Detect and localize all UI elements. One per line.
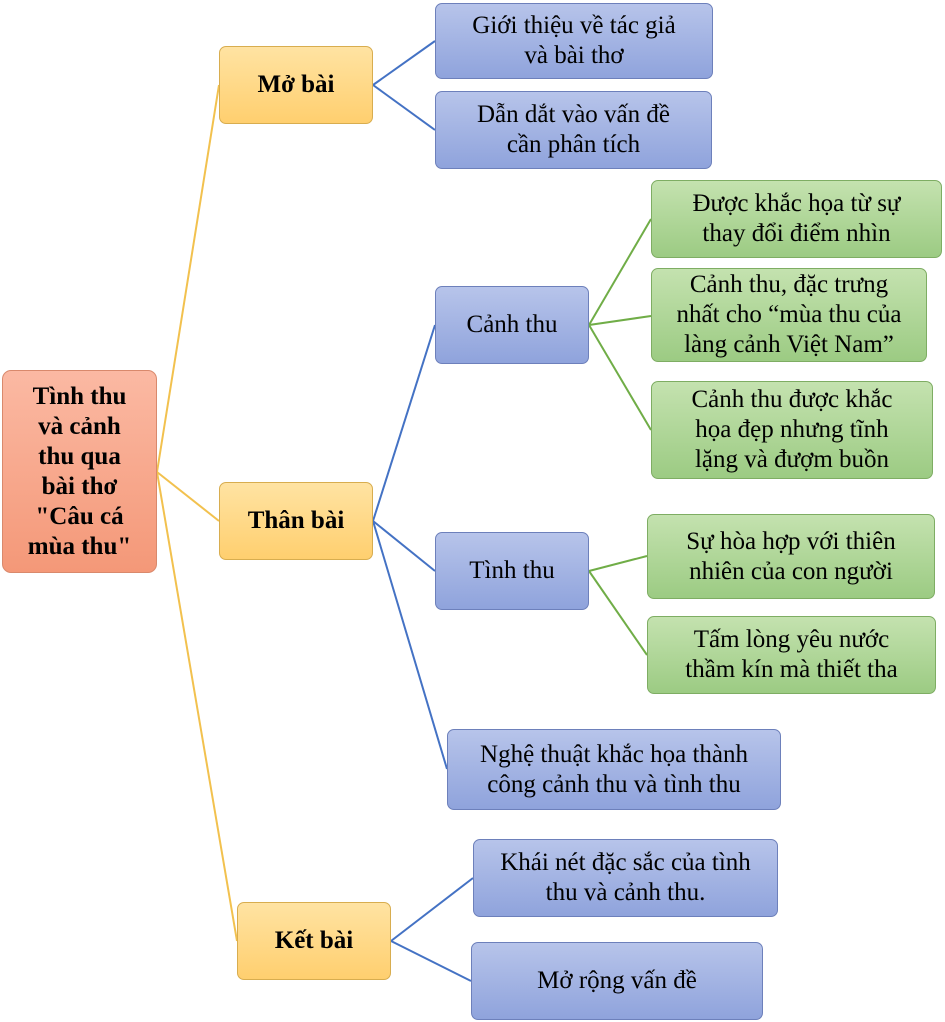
connector-tinh-thu-2 xyxy=(588,570,648,656)
mo-bai-node: Mở bài xyxy=(219,46,373,124)
tinh-thu-item-hoa-hop: Sự hòa hợp với thiên nhiên của con người xyxy=(647,514,935,599)
connector-canh-thu-3 xyxy=(588,324,652,431)
ket-bai-node: Kết bài xyxy=(237,902,391,980)
canh-thu-item-diem-nhin: Được khắc họa từ sự thay đổi điểm nhìn xyxy=(651,180,942,258)
connector-root-mo-bai xyxy=(156,84,220,473)
canh-thu-item-dep-tinh-lang: Cảnh thu được khắc họa đẹp nhưng tĩnh lặ… xyxy=(651,381,933,479)
root-topic: Tình thu và cảnh thu qua bài thơ "Câu cá… xyxy=(2,370,157,573)
connector-than-bai-tinh-thu xyxy=(372,520,436,572)
connector-than-bai-nghe-thuat xyxy=(372,520,448,770)
tinh-thu-node: Tình thu xyxy=(435,532,589,610)
canh-thu-node: Cảnh thu xyxy=(435,286,589,364)
connector-mo-bai-1 xyxy=(372,40,436,86)
ket-bai-item-mo-rong: Mở rộng vấn đề xyxy=(471,942,763,1020)
tinh-thu-item-yeu-nuoc: Tấm lòng yêu nước thầm kín mà thiết tha xyxy=(647,616,936,694)
connector-canh-thu-2 xyxy=(588,315,652,326)
connector-than-bai-canh-thu xyxy=(372,324,436,522)
connector-ket-bai-2 xyxy=(390,940,472,982)
connector-canh-thu-1 xyxy=(588,218,652,326)
canh-thu-item-dac-trung: Cảnh thu, đặc trưng nhất cho “mùa thu củ… xyxy=(651,268,927,362)
connector-root-ket-bai xyxy=(156,471,238,942)
connector-mo-bai-2 xyxy=(372,84,436,131)
than-bai-node: Thân bài xyxy=(219,482,373,560)
ket-bai-item-khai-net: Khái nét đặc sắc của tình thu và cảnh th… xyxy=(473,839,778,917)
mo-bai-item-dan-dat: Dẫn dắt vào vấn đề cần phân tích xyxy=(435,91,712,169)
connector-tinh-thu-1 xyxy=(588,555,648,572)
mo-bai-item-gioi-thieu: Giới thiệu về tác giả và bài thơ xyxy=(435,3,713,79)
connector-ket-bai-1 xyxy=(390,877,474,942)
nghe-thuat-node: Nghệ thuật khắc họa thành công cảnh thu … xyxy=(447,729,781,810)
connector-root-than-bai xyxy=(156,471,220,522)
